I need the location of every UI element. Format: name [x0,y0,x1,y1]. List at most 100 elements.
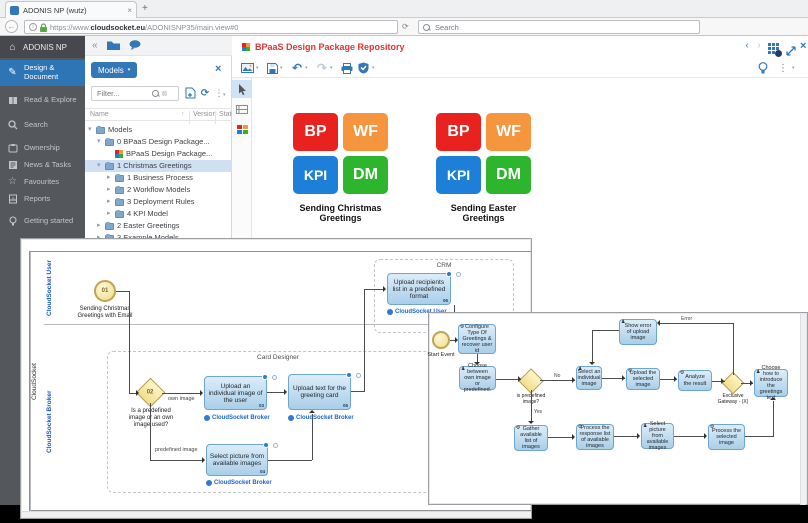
tree-item-bpaas-folder[interactable]: ▾0 BPaaS Design Package... [85,136,232,148]
models-dropdown-button[interactable]: Models ▾ [91,62,138,78]
resource-link[interactable]: CloudSocket Broker [204,415,270,421]
start-event[interactable] [432,331,450,349]
pool-cloudsocket[interactable]: CloudSocket CloudSocket User CloudSocket… [29,251,532,512]
sidebar-brand[interactable]: ⌂ ADONIS NP [0,36,85,58]
task-gather-list[interactable]: ⚙Gather available list of images [514,425,548,451]
reload-icon[interactable]: ⟳ [402,22,409,31]
tile-bp[interactable]: BP [436,113,481,151]
package-easter[interactable]: BP WF KPI DM Sending Easter Greetings [436,113,531,224]
swimlane-tool[interactable] [232,100,252,118]
add-model-icon[interactable] [183,87,197,101]
task-select-picture[interactable]: ♟Select picture from available images [641,421,674,451]
caret-right-icon[interactable]: ▸ [107,186,111,193]
tile-dm[interactable]: DM [486,156,531,194]
tree-item-business-process[interactable]: ▸1 Business Process [85,172,232,184]
task-upload-text[interactable]: Upload text for the greeting card 05 [288,372,361,410]
column-version[interactable]: Version [193,111,217,118]
caret-right-icon[interactable]: ▸ [97,222,101,229]
sidebar-item-favourites[interactable]: ☆ Favourites [0,174,85,190]
tile-kpi[interactable]: KPI [436,156,481,194]
caret-down-icon[interactable]: ▾ [330,65,333,71]
tree-item-deployment-rules[interactable]: ▸3 Deployment Rules [85,196,232,208]
tree-item-easter-greetings[interactable]: ▸2 Easter Greetings [85,220,232,232]
task-select-individual[interactable]: ♟Select an individual image [576,366,602,390]
refresh-icon[interactable]: ⟳ [200,88,210,99]
open-windows-icon[interactable] [768,43,782,57]
caret-down-icon[interactable]: ▾ [256,65,259,71]
lightbulb-icon[interactable] [756,61,770,75]
horizontal-scrollbar[interactable] [22,511,531,517]
column-name[interactable]: Name [90,111,109,118]
task-choose-how[interactable]: ♟Choose how to introduce the greetings t… [754,365,788,401]
start-event[interactable]: 01 [94,280,116,302]
clear-filter-icon[interactable]: ⊗ [161,89,168,98]
caret-down-icon[interactable]: ▾ [88,126,92,133]
resource-link[interactable]: CloudSocket User [387,309,447,315]
save-icon[interactable] [265,61,279,75]
fullscreen-icon[interactable] [786,43,796,61]
caret-right-icon[interactable]: ▸ [107,198,111,205]
task-show-error[interactable]: ♟Show error of upload image [619,319,657,345]
task-upload-individual-image[interactable]: Upload an individual image of the user 0… [204,374,277,410]
task-process-selected[interactable]: ⚙Process the selected image [708,424,745,450]
tab-close-icon[interactable]: × [127,5,132,15]
resource-link[interactable]: CloudSocket Broker [206,480,272,486]
nav-back-icon[interactable]: ‹ [745,40,749,51]
task-upload-recipients[interactable]: Upload recipients list in a predefined f… [387,271,461,305]
task-analyze-result[interactable]: ⚙Analyze the result [678,370,712,391]
column-state[interactable]: State [219,111,236,118]
task-select-picture[interactable]: Select picture from available images 04 [206,442,278,476]
caret-down-icon[interactable]: ▾ [97,138,101,145]
sidebar-item-reports[interactable]: Reports [0,191,85,207]
tree-item-christmas-greetings[interactable]: ▾1 Christmas Greetings [85,160,232,172]
chevron-down-icon[interactable]: ▾ [223,92,226,98]
more-options-icon[interactable]: ⋮ [214,88,224,98]
site-info-icon[interactable]: i [29,23,37,31]
browser-search[interactable] [418,20,700,34]
caret-down-icon[interactable]: ▾ [305,65,308,71]
tree-item-models[interactable]: ▾Models [85,124,232,136]
tree-column-header[interactable]: Name ↑ Version State [85,108,236,124]
task-configure-type[interactable]: ⚙Configure Type Of Greetings & recover u… [458,324,496,354]
resource-link[interactable]: CloudSocket Broker [288,415,354,421]
bpaas-package-tool[interactable] [232,120,252,138]
chat-icon[interactable] [129,37,141,55]
caret-down-icon[interactable]: ▾ [372,65,375,71]
tile-kpi[interactable]: KPI [293,156,338,194]
caret-right-icon[interactable]: ▸ [107,210,111,217]
more-options-icon[interactable]: ⋮ [778,62,788,74]
collapse-panel-icon[interactable]: « [92,40,98,51]
redo-icon[interactable]: ↷ [316,61,328,75]
filter-input[interactable] [95,88,150,99]
sidebar-item-design-document[interactable]: ✎ Design & Document [0,60,85,86]
task-upload-selected[interactable]: ⚙Upload the selected image [626,368,660,390]
caret-down-icon[interactable]: ▾ [280,65,283,71]
vertical-scrollbar[interactable] [800,314,806,505]
filter-field[interactable]: ⊗ [91,86,179,101]
new-tab-button[interactable]: + [142,3,148,14]
folder-icon[interactable] [106,37,120,55]
tree-item-kpi-model[interactable]: ▸4 KPI Model [85,208,232,220]
caret-right-icon[interactable]: ▸ [97,233,101,241]
task-choose-between[interactable]: ♟Choose between own image or predefined. [459,363,496,393]
validate-shield-icon[interactable] [356,61,370,75]
cursor-tool[interactable] [232,80,252,98]
package-christmas[interactable]: BP WF KPI DM Sending Christmas Greetings [293,113,388,224]
browser-search-input[interactable] [433,21,695,33]
tree-item-bpaas-model[interactable]: BPaaS Design Package... [85,148,232,160]
sidebar-item-search[interactable]: Search [0,116,85,134]
browser-tab[interactable]: ADONIS NP (wutz) × [5,1,137,18]
repository-tab[interactable]: BPaaS Design Package Repository [242,42,405,52]
caret-down-icon[interactable]: ▾ [97,162,101,169]
image-export-icon[interactable] [240,61,254,75]
close-model-icon[interactable]: × [800,40,807,52]
sidebar-item-read-explore[interactable]: Read & Explore [0,88,85,112]
undo-icon[interactable]: ↶ [291,61,303,75]
url-bar[interactable]: i https://www.cloudsocket.eu/ADONISNP35/… [24,20,398,34]
tile-wf[interactable]: WF [486,113,531,151]
tile-wf[interactable]: WF [343,113,388,151]
tile-bp[interactable]: BP [293,113,338,151]
caret-right-icon[interactable]: ▸ [107,174,111,181]
tree-item-workflow-models[interactable]: ▸2 Workflow Models [85,184,232,196]
tile-dm[interactable]: DM [343,156,388,194]
